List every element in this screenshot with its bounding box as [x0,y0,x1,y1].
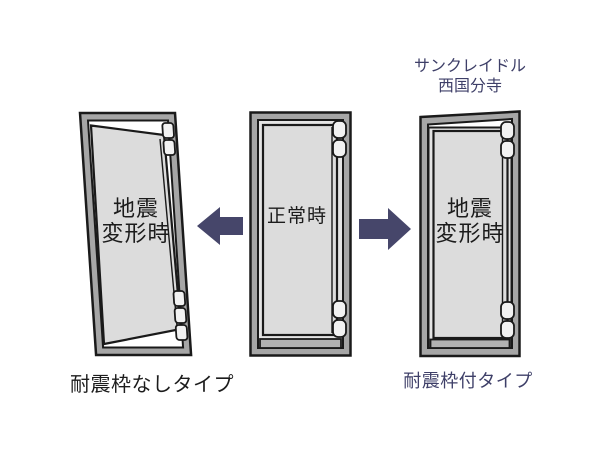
right-door-label: 地震 変形時 [435,196,505,246]
project-name: サンクレイドル 西国分寺 [414,57,526,97]
door-sill [429,338,511,349]
door-panel [261,123,339,337]
hinge-icons-right-door [500,121,515,339]
arrow-right-icon [359,208,411,250]
project-name-line1: サンクレイドル [413,58,527,75]
hinge-icons-center-door [332,120,347,338]
door-normal [249,111,352,357]
left-door-caption: 耐震枠なしタイプ [70,374,234,396]
door-with-frame-deformed [419,110,521,358]
hinge-icons-left-door [161,122,189,341]
center-door-label: 正常時 [266,206,328,227]
project-name-line2: 西国分寺 [437,78,503,95]
door-no-frame-deformed [78,111,193,357]
right-door-caption: 耐震枠付タイプ [403,371,533,391]
arrow-left-icon [197,207,243,245]
door-panel [432,129,509,340]
door-sill [259,338,342,349]
left-door-label: 地震 変形時 [101,196,171,246]
